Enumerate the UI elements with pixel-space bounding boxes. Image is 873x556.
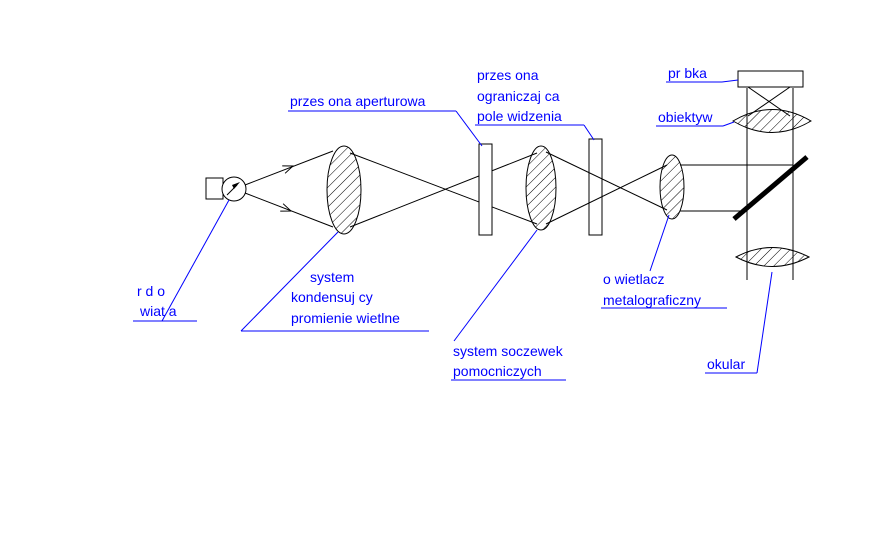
ray-source-lower [244,192,334,228]
label-field-stop-line1: przes ona [477,67,539,83]
label-illuminator-line2: metalograficzny [603,292,701,308]
sample-plate [737,70,804,88]
ray-cross1-b [349,152,538,228]
label-condenser-line3: promienie wietlne [291,310,400,326]
leader-line-field [583,124,595,141]
label-condenser-line2: kondensuj cy [291,289,373,305]
label-light-source-line1: r d o [137,283,165,299]
leader-line-condenser [240,231,339,332]
label-eyepiece: okular [707,356,745,372]
label-objective: obiektyw [658,109,713,125]
leader-line-auxiliary [453,229,538,342]
eyepiece-lens [734,247,811,267]
light-source-housing [205,177,224,200]
leader-line-sample [721,79,739,83]
label-illuminator-line1: o wietlacz [603,271,664,287]
leader-line-eyepiece [756,271,773,374]
label-field-stop-line3: pole widzenia [477,108,562,124]
beam-splitter [732,155,809,221]
label-auxiliary-line2: pomocniczych [453,363,542,379]
leader-line-aperture [455,110,483,147]
illuminator-lens [659,154,685,220]
objective-lens [732,109,812,133]
aperture-stop [478,143,493,236]
label-sample: pr bka [668,65,707,81]
label-light-source-line2: wiat a [139,303,177,319]
label-auxiliary-line1: system soczewek [453,343,564,359]
leader-line-source [161,199,230,322]
leader-line-objective [722,121,735,127]
label-aperture-stop: przes ona aperturowa [290,93,426,109]
ray-cross2-a [545,151,668,211]
leader-line-illuminator [649,214,670,272]
field-stop [588,138,603,236]
ray-arrowhead-upper-icon [282,165,295,174]
condenser-lens [326,145,362,235]
ray-source-upper [244,150,334,186]
ray-arrowhead-lower-icon [280,203,293,212]
lamp-arrowhead-icon [232,182,240,189]
ray-cross1-a [349,152,538,225]
label-condenser-line1: system [310,269,354,285]
label-field-stop-line2: ograniczaj ca [477,88,560,104]
ray-cross2-b [545,164,668,225]
auxiliary-lens [525,145,557,231]
